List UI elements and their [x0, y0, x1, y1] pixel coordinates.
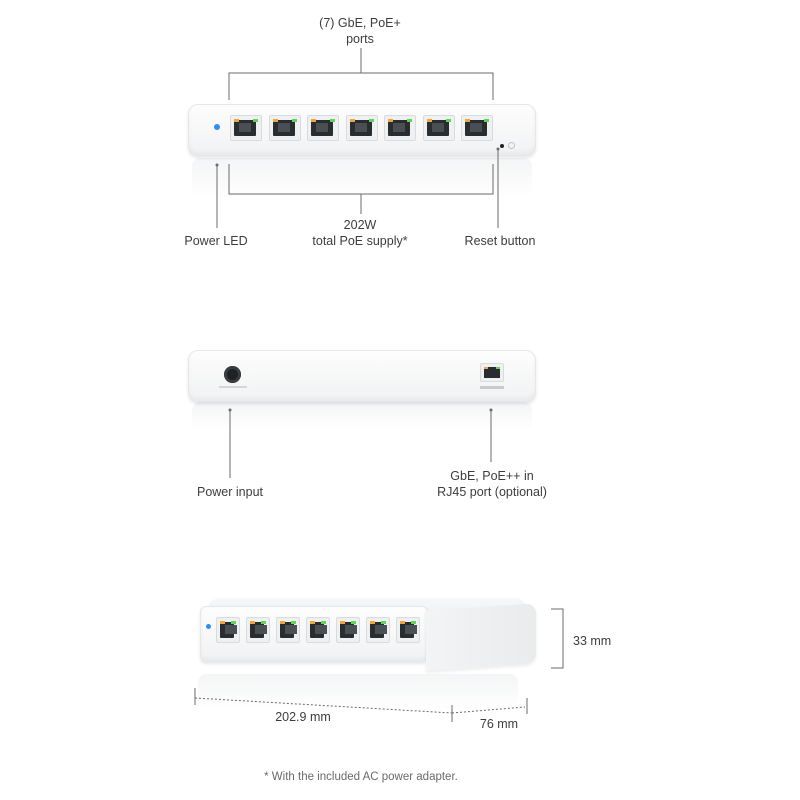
power-led	[214, 124, 220, 130]
front-port-led-green	[291, 119, 297, 122]
perspective-port-led-amber	[310, 621, 315, 624]
perspective-port-2	[246, 617, 270, 643]
perspective-port-led-green	[261, 621, 266, 624]
front-port-led-amber	[349, 119, 355, 122]
poe-supply-line2: total PoE supply*	[312, 234, 408, 248]
front-port-led-green	[253, 119, 258, 122]
perspective-device-side	[426, 603, 536, 671]
front-port-5	[384, 115, 416, 141]
power-input-marking	[219, 386, 247, 388]
footnote: * With the included AC power adapter.	[264, 771, 458, 783]
front-device	[188, 104, 536, 156]
front-device-reflection	[192, 158, 532, 198]
ports-bracket	[228, 72, 494, 100]
perspective-port-led-amber	[340, 621, 345, 624]
depth-label: 76 mm	[479, 717, 519, 731]
power-symbol-icon	[508, 142, 515, 149]
ports-label: (7) GbE, PoE+ ports	[301, 15, 419, 47]
reset-button[interactable]	[500, 144, 504, 148]
front-port-led-green	[407, 119, 412, 122]
front-port-led-green	[368, 119, 374, 122]
perspective-port-led-amber	[280, 621, 285, 624]
front-port-led-amber	[311, 119, 316, 122]
front-port-led-amber	[465, 119, 470, 122]
ports-label-line1: (7) GbE, PoE+	[319, 16, 401, 30]
front-port-1	[230, 115, 262, 141]
poe-supply-label: 202W total PoE supply*	[295, 217, 425, 249]
perspective-device	[200, 606, 428, 662]
front-port-2	[268, 115, 301, 141]
rear-device	[188, 350, 536, 402]
uplink-label-line1: GbE, PoE++ in	[450, 469, 534, 483]
power-input-label: Power input	[196, 485, 263, 499]
ports-label-line2: ports	[346, 32, 374, 46]
front-port-led-green	[484, 119, 489, 122]
power-led-label: Power LED	[184, 234, 248, 248]
poe-supply-line1: 202W	[343, 218, 377, 232]
front-port-led-amber	[426, 119, 432, 122]
front-port-led-green	[445, 119, 451, 122]
uplink-label: GbE, PoE++ in RJ45 port (optional)	[422, 468, 562, 500]
front-port-6	[422, 115, 455, 141]
perspective-port-led-amber	[250, 621, 255, 624]
uplink-rj45-port	[480, 363, 504, 382]
front-port-4	[345, 115, 378, 141]
perspective-port-5	[336, 617, 360, 643]
perspective-port-1	[216, 617, 240, 643]
front-port-3	[307, 115, 339, 141]
front-port-led-amber	[272, 119, 278, 122]
perspective-port-led-green	[351, 621, 356, 624]
width-label: 202.9 mm	[275, 710, 331, 724]
front-port-led-amber	[388, 119, 393, 122]
perspective-port-led-amber	[220, 621, 225, 624]
height-dimension	[551, 608, 564, 669]
perspective-port-led-green	[381, 621, 386, 624]
front-port-7	[461, 115, 493, 141]
uplink-label-line2: RJ45 port (optional)	[437, 485, 547, 499]
perspective-port-led-green	[321, 621, 326, 624]
perspective-port-6	[366, 617, 390, 643]
rear-device-reflection	[192, 402, 532, 432]
perspective-port-4	[306, 617, 330, 643]
uplink-port-marking	[480, 386, 504, 389]
perspective-port-led-amber	[400, 621, 405, 624]
perspective-port-led-amber	[370, 621, 375, 624]
height-label: 33 mm	[573, 634, 612, 648]
perspective-port-7	[396, 617, 420, 643]
front-port-led-amber	[234, 119, 239, 122]
perspective-device-reflection	[198, 674, 518, 710]
perspective-port-led-green	[411, 621, 416, 624]
perspective-port-led-green	[231, 621, 236, 624]
power-led-perspective	[206, 624, 211, 629]
power-input-port	[224, 366, 241, 383]
perspective-port-3	[276, 617, 300, 643]
front-port-led-green	[330, 119, 335, 122]
reset-button-label: Reset button	[464, 234, 536, 248]
perspective-port-led-green	[291, 621, 296, 624]
